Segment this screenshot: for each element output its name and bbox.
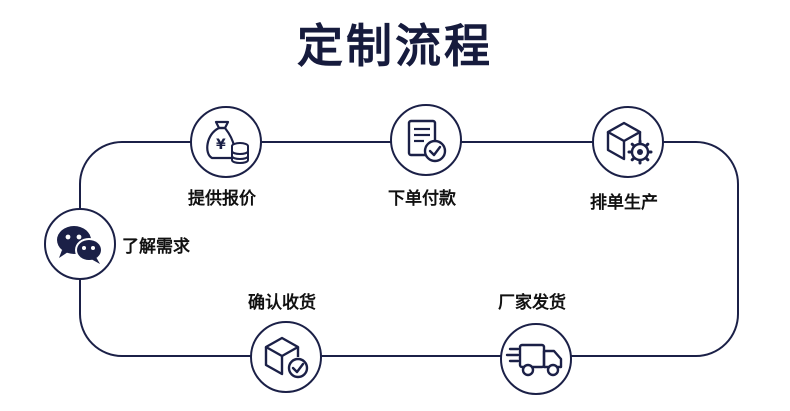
page-title: 定制流程 [297,19,493,73]
order-document-check-icon [407,119,447,163]
step-receive-node [250,321,322,393]
step-quote-node: ¥ [190,106,262,178]
step-label: 排单生产 [590,193,658,213]
money-bag-coins-icon: ¥ [206,120,249,164]
box-check-icon [264,336,309,379]
step-label: 提供报价 [188,189,256,209]
step-label: 下单付款 [388,189,456,209]
step-label: 厂家发货 [498,293,566,313]
step-label: 确认收货 [248,293,316,313]
step-production-node [592,106,664,178]
step-shipping-node [500,323,572,395]
delivery-truck-icon [505,343,563,377]
svg-text:¥: ¥ [216,137,226,153]
step-understand-needs-node [44,208,116,280]
box-gear-icon [606,121,653,165]
step-payment-node [390,104,462,176]
wechat-chat-icon [57,226,103,264]
step-label: 了解需求 [122,237,190,257]
